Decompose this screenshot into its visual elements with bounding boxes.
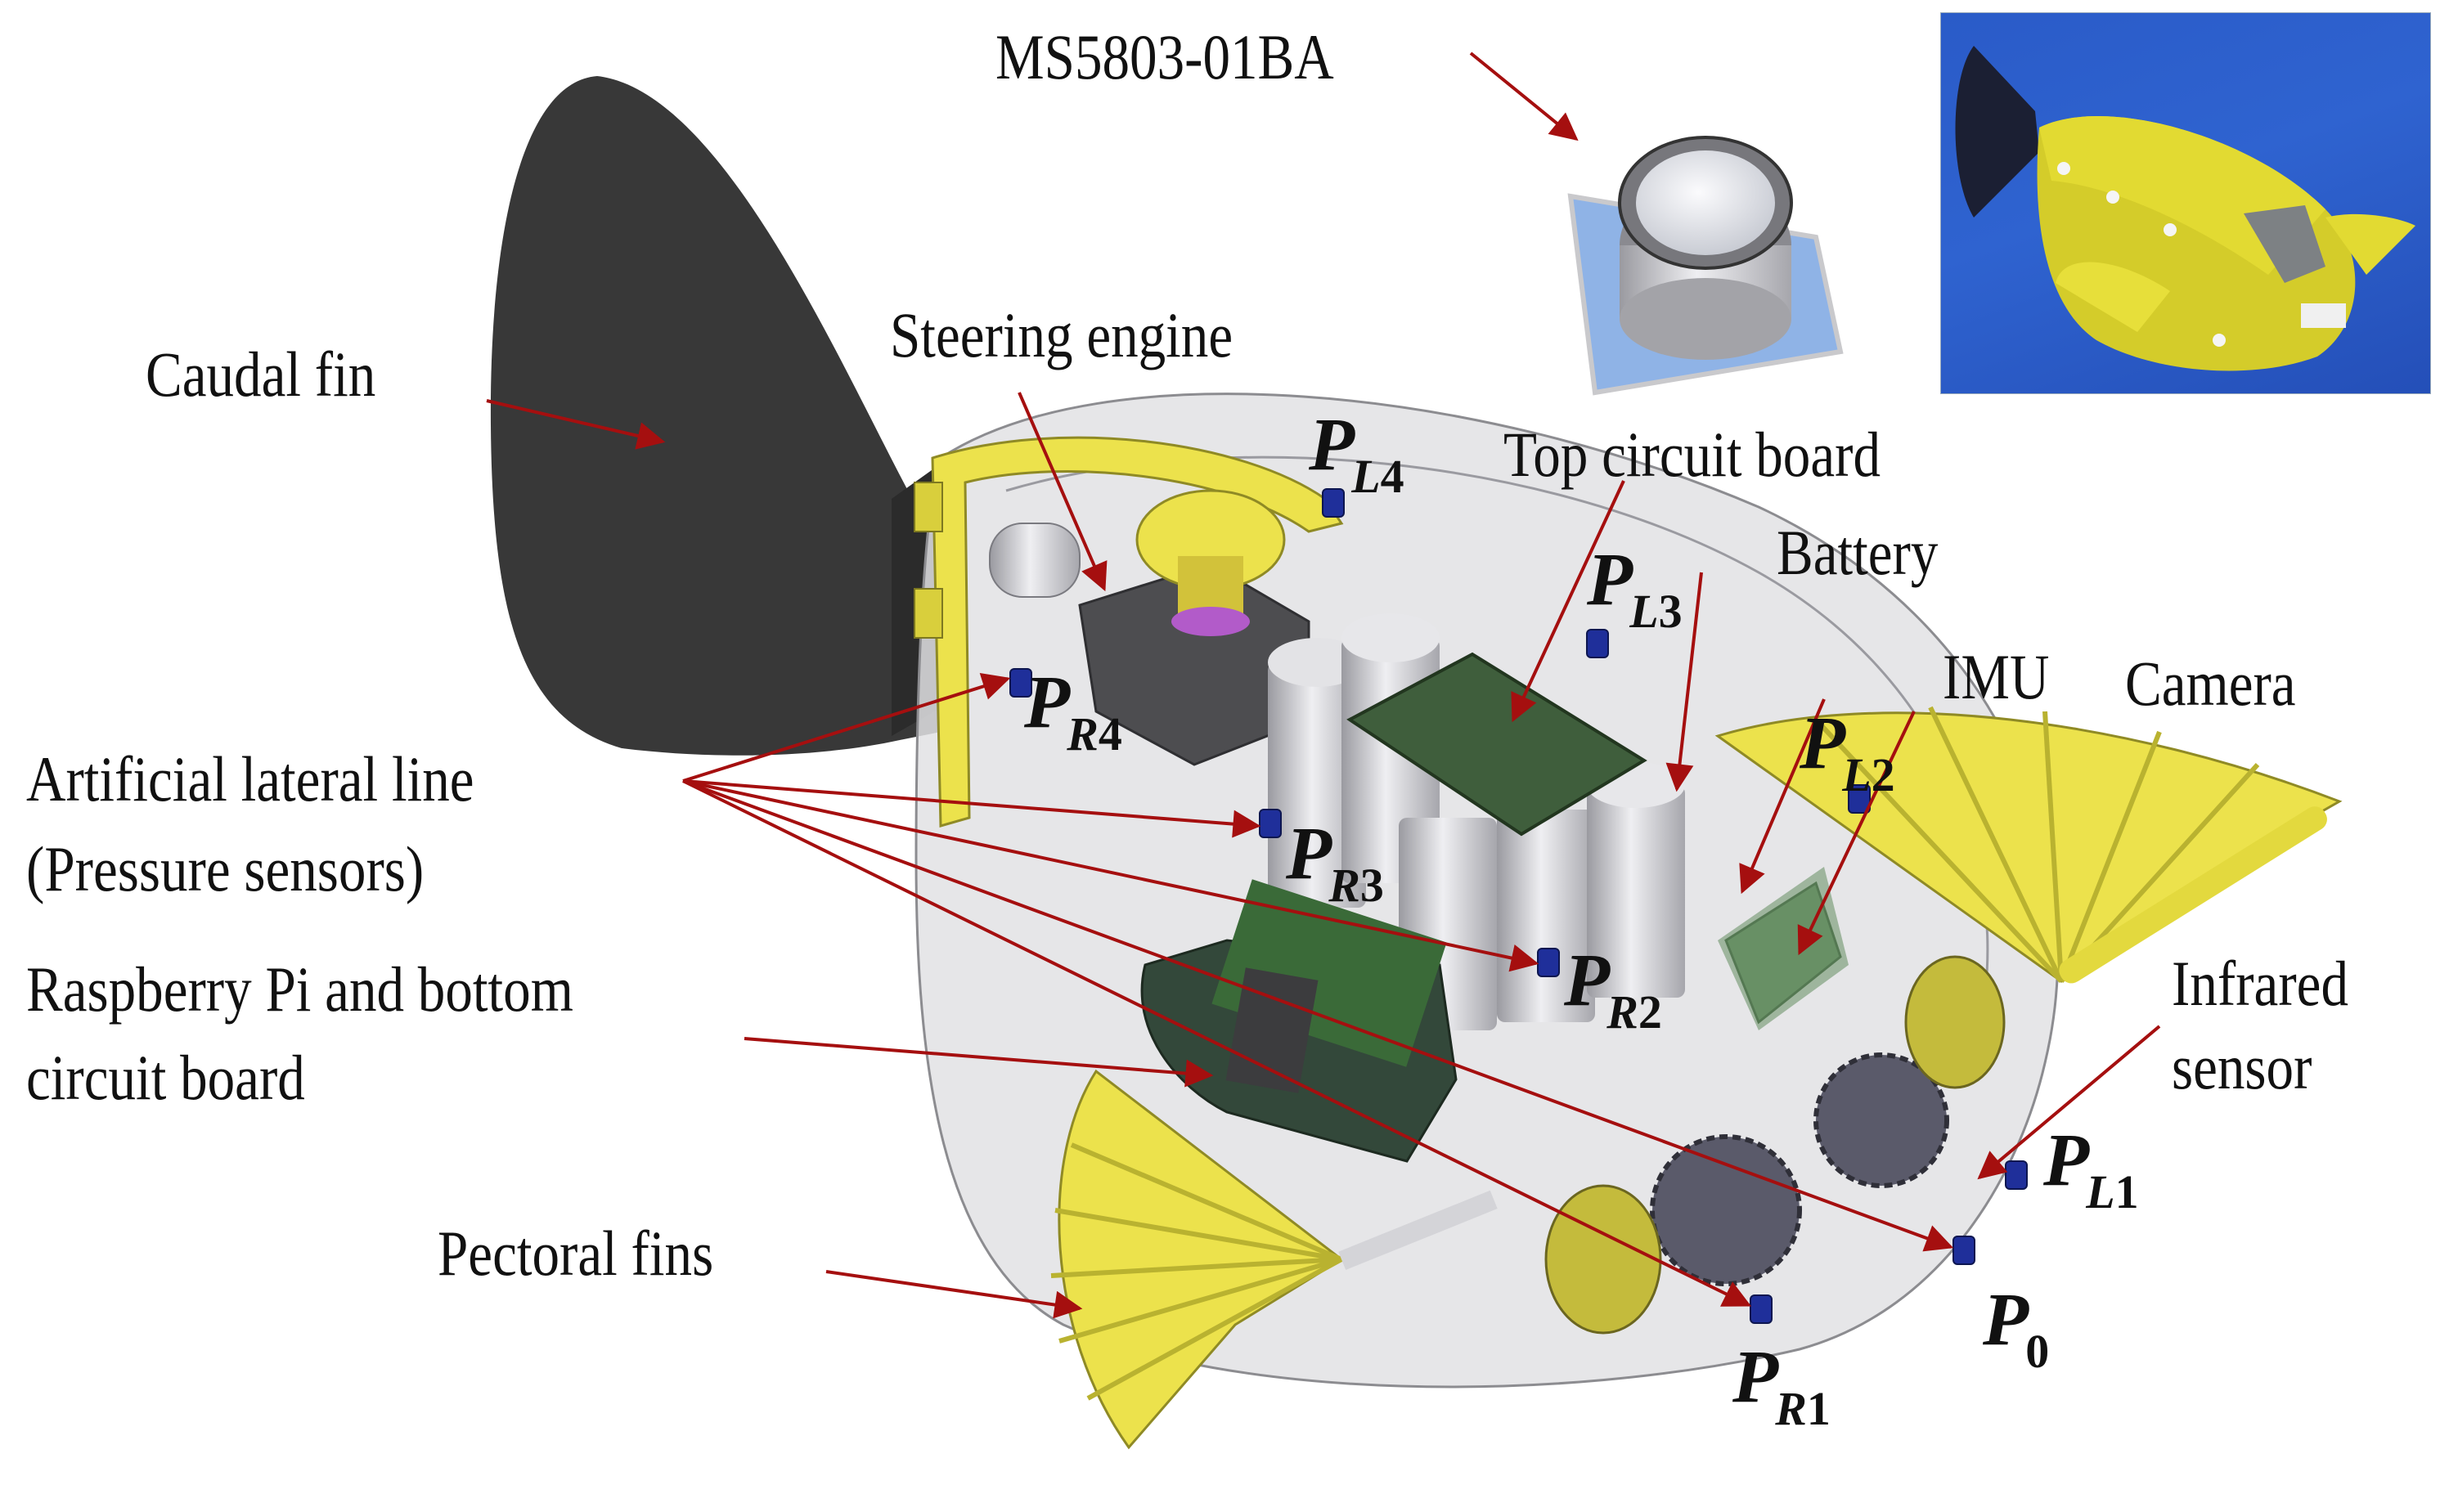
sensor-node-pr2: [1537, 948, 1560, 977]
arrow-lateral-pr2: [682, 779, 1539, 972]
sensor-node-pl1: [2005, 1160, 2028, 1190]
label-infrared-sensor-line2: sensor: [2172, 1031, 2312, 1102]
arrow-battery: [1665, 572, 1703, 792]
tail-bracket-top: [914, 482, 943, 532]
arrow-lateral-pr4: [682, 672, 1011, 783]
arrow-sensor-model: [1469, 52, 1579, 141]
robotic-fish-photo-art: [1955, 46, 2415, 371]
sensor-node-pr1: [1750, 1294, 1773, 1324]
gear-right: [1813, 1052, 1949, 1188]
servo-collar: [1171, 607, 1250, 636]
sensor-node-pl4: [1322, 488, 1345, 518]
sensor-label-pr2: PR2: [1564, 938, 1662, 1039]
sensor-node-pl2: [1848, 784, 1871, 814]
sensor-node-p0: [1952, 1236, 1975, 1265]
arrow-lateral-p0: [682, 779, 1954, 1252]
caudal-fin-shape: [490, 76, 941, 756]
sensor-label-pl2: PL2: [1800, 701, 1895, 801]
sensor-label-pr3: PR3: [1286, 811, 1384, 912]
pectoral-fin-left-rays: [1050, 1142, 1343, 1401]
label-lateral-line-line1: Artificial lateral line: [26, 743, 474, 814]
arrow-pectoral-fins: [825, 1270, 1083, 1319]
sensor-label-pl4: PL4: [1309, 402, 1404, 503]
label-raspberry-line2: circuit board: [26, 1042, 305, 1113]
camera-board: [1718, 867, 1849, 1030]
arrow-camera: [1797, 711, 1916, 956]
arrow-raspberry-pi: [744, 1037, 1214, 1088]
robotic-fish-photo: [1940, 12, 2431, 394]
annotation-arrows: [486, 52, 2161, 1319]
tail-frame: [931, 436, 1344, 828]
label-camera: Camera: [2125, 648, 2296, 719]
arrow-infrared-sensor: [1977, 1025, 2161, 1180]
arrow-lateral-pr1: [682, 779, 1752, 1307]
gear-left: [1650, 1134, 1802, 1286]
label-caudal-fin: Caudal fin: [146, 339, 376, 410]
arrow-steering-engine: [1018, 392, 1108, 592]
motor-hub-right: [1904, 955, 2006, 1089]
label-imu: IMU: [1943, 641, 2050, 712]
label-lateral-line-line2: (Pressure sensors): [26, 833, 425, 904]
arrow-lateral-pr3: [682, 779, 1261, 838]
label-sensor-model: MS5803-01BA: [995, 21, 1334, 92]
sensor-label-pr4: PR4: [1024, 660, 1122, 760]
label-raspberry-line1: Raspberry Pi and bottom: [26, 953, 573, 1025]
pcb-chip: [1225, 967, 1319, 1093]
sensor-label-p0: P0: [1983, 1277, 2050, 1378]
arrow-imu: [1739, 698, 1826, 895]
label-infrared-sensor-line1: Infrared: [2172, 948, 2348, 1019]
sensor-label-pr1: PR1: [1732, 1335, 1831, 1435]
ms5803-sensor-image: [1567, 136, 1844, 396]
motor-hub-left: [1544, 1184, 1662, 1335]
sensor-node-pr3: [1259, 809, 1282, 838]
pectoral-fin-left-shaft: [1338, 1190, 1498, 1270]
label-battery: Battery: [1777, 517, 1939, 588]
arrow-caudal-fin: [486, 399, 666, 450]
pectoral-fin-right-edge: [2059, 806, 2327, 984]
top-circuit-board: [1346, 652, 1647, 837]
rear-cylinder: [989, 523, 1081, 598]
arrow-top-circuit-board: [1511, 480, 1625, 723]
label-top-circuit-board: Top circuit board: [1503, 419, 1881, 490]
sensor-label-pl1: PL1: [2043, 1118, 2139, 1218]
sensor-node-pl3: [1586, 629, 1609, 658]
sensor-label-pl3: PL3: [1587, 537, 1683, 638]
label-steering-engine: Steering engine: [890, 299, 1233, 370]
label-pectoral-fins: Pectoral fins: [438, 1218, 714, 1289]
tail-bracket-bottom: [914, 588, 943, 639]
